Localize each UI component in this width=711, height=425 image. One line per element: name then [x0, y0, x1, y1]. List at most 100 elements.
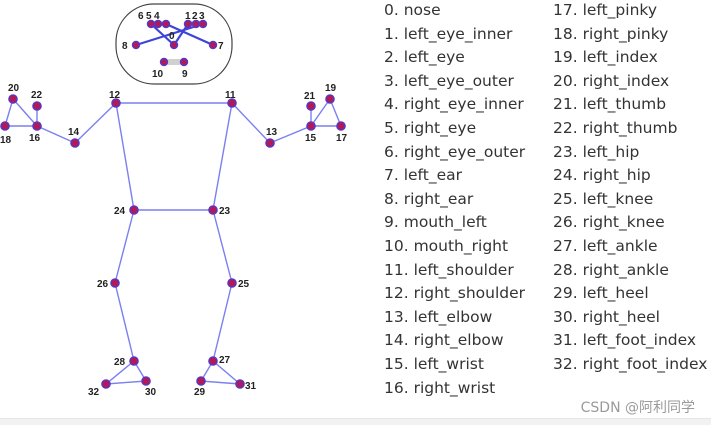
landmark-list-item: 8. right_ear	[384, 189, 474, 208]
landmark-point-13	[265, 138, 275, 148]
landmark-list-item: 14. right_elbow	[384, 331, 504, 350]
landmark-point-23	[208, 205, 218, 215]
landmark-point-9	[179, 57, 189, 67]
landmark-point-15	[306, 121, 316, 131]
landmark-point-4	[183, 19, 193, 29]
landmark-point-27	[208, 356, 218, 366]
bone-25-27	[212, 282, 233, 362]
landmark-point-0	[169, 40, 179, 50]
bone-15-19	[310, 98, 331, 127]
landmark-label-29: 29	[194, 387, 206, 398]
face-edge-3-7	[165, 22, 214, 47]
landmark-label-23: 23	[219, 206, 231, 217]
landmark-point-21	[306, 101, 316, 111]
landmark-label-6: 6	[138, 11, 144, 22]
landmark-list-item: 12. right_shoulder	[384, 284, 526, 303]
landmark-point-14	[70, 138, 80, 148]
landmark-point-16	[32, 121, 42, 131]
landmark-list-item: 16. right_wrist	[384, 378, 496, 397]
landmark-list-item: 9. mouth_left	[384, 213, 487, 232]
bone-26-28	[114, 282, 135, 362]
landmark-list-item: 25. left_knee	[553, 189, 654, 208]
face-region-box	[115, 3, 233, 85]
landmark-label-14: 14	[68, 127, 80, 138]
landmark-point-30	[141, 376, 151, 386]
bone-14-16	[36, 125, 76, 144]
landmark-point-12	[111, 98, 121, 108]
landmark-point-24	[129, 205, 139, 215]
landmark-list-item: 5. right_eye	[384, 119, 477, 137]
landmark-list-item: 3. left_eye_outer	[384, 71, 514, 90]
landmark-label-0: 0	[169, 31, 175, 42]
landmark-label-32: 32	[88, 387, 100, 398]
landmark-label-1: 1	[185, 11, 191, 22]
landmark-list-item: 19. left_index	[553, 48, 658, 67]
landmark-label-4: 4	[154, 11, 160, 22]
bone-11-23	[212, 102, 233, 211]
landmark-point-26	[110, 278, 120, 288]
landmark-label-20: 20	[8, 83, 20, 94]
landmark-point-32	[101, 379, 111, 389]
bone-13-15	[269, 125, 312, 144]
landmark-point-20	[8, 94, 18, 104]
landmark-label-15: 15	[305, 133, 317, 144]
landmark-label-17: 17	[336, 133, 348, 144]
landmark-list-item: 29. left_heel	[553, 284, 649, 303]
landmark-list-item: 22. right_thumb	[553, 119, 678, 137]
bone-27-31	[212, 360, 241, 385]
landmark-label-21: 21	[304, 91, 316, 102]
landmark-list-item: 1. left_eye_inner	[384, 24, 513, 43]
landmark-label-31: 31	[245, 381, 257, 392]
landmark-point-6	[198, 19, 208, 29]
landmark-point-29	[196, 376, 206, 386]
landmark-label-26: 26	[97, 279, 109, 290]
landmark-list-item: 6. right_eye_outer	[384, 142, 526, 161]
landmark-list-item: 27. left_ankle	[553, 237, 658, 255]
landmark-label-28: 28	[114, 357, 126, 368]
landmark-label-27: 27	[219, 355, 231, 366]
landmark-list-item: 11. left_shoulder	[384, 260, 514, 279]
bone-16-20	[12, 98, 38, 127]
landmark-list-item: 20. right_index	[553, 71, 670, 90]
landmark-label-3: 3	[199, 11, 205, 22]
landmark-point-8	[131, 40, 141, 50]
landmark-list-item: 31. left_foot_index	[553, 331, 697, 350]
bone-12-14	[74, 102, 117, 144]
landmark-point-2	[153, 19, 163, 29]
landmark-label-19: 19	[325, 83, 337, 94]
landmark-label-11: 11	[225, 90, 236, 101]
landmark-list-item: 32. right_foot_index	[553, 355, 708, 373]
bone-12-24	[115, 102, 135, 211]
landmark-list-item: 28. right_ankle	[553, 260, 669, 279]
landmark-point-17	[336, 121, 346, 131]
landmark-label-2: 2	[192, 11, 198, 22]
landmark-list-item: 13. left_elbow	[384, 307, 493, 326]
bone-23-25	[212, 209, 233, 284]
landmark-label-30: 30	[145, 387, 157, 398]
face-edge-8-6	[135, 22, 204, 47]
bone-11-13	[231, 102, 271, 144]
landmark-label-8: 8	[122, 41, 128, 52]
landmark-list-item: 10. mouth_right	[384, 237, 509, 255]
landmark-list-item: 0. nose	[384, 1, 441, 19]
landmark-list-item: 7. left_ear	[384, 166, 462, 185]
landmark-list-item: 2. left_eye	[384, 48, 465, 67]
bone-30-32	[105, 380, 147, 385]
landmark-point-31	[235, 379, 245, 389]
landmark-list-item: 23. left_hip	[553, 142, 640, 161]
landmark-label-18: 18	[0, 135, 12, 146]
landmark-point-25	[227, 278, 237, 288]
bone-29-31	[200, 380, 241, 385]
landmark-label-7: 7	[218, 41, 224, 52]
landmark-point-18	[0, 121, 10, 131]
landmark-point-19	[325, 94, 335, 104]
landmark-point-7	[208, 40, 218, 50]
landmark-point-3	[161, 19, 171, 29]
landmark-label-12: 12	[109, 90, 121, 101]
bottom-divider	[0, 418, 711, 425]
landmark-list-item: 17. left_pinky	[553, 1, 657, 19]
landmark-label-22: 22	[31, 90, 43, 101]
landmark-label-25: 25	[238, 279, 250, 290]
landmark-label-9: 9	[182, 69, 188, 80]
